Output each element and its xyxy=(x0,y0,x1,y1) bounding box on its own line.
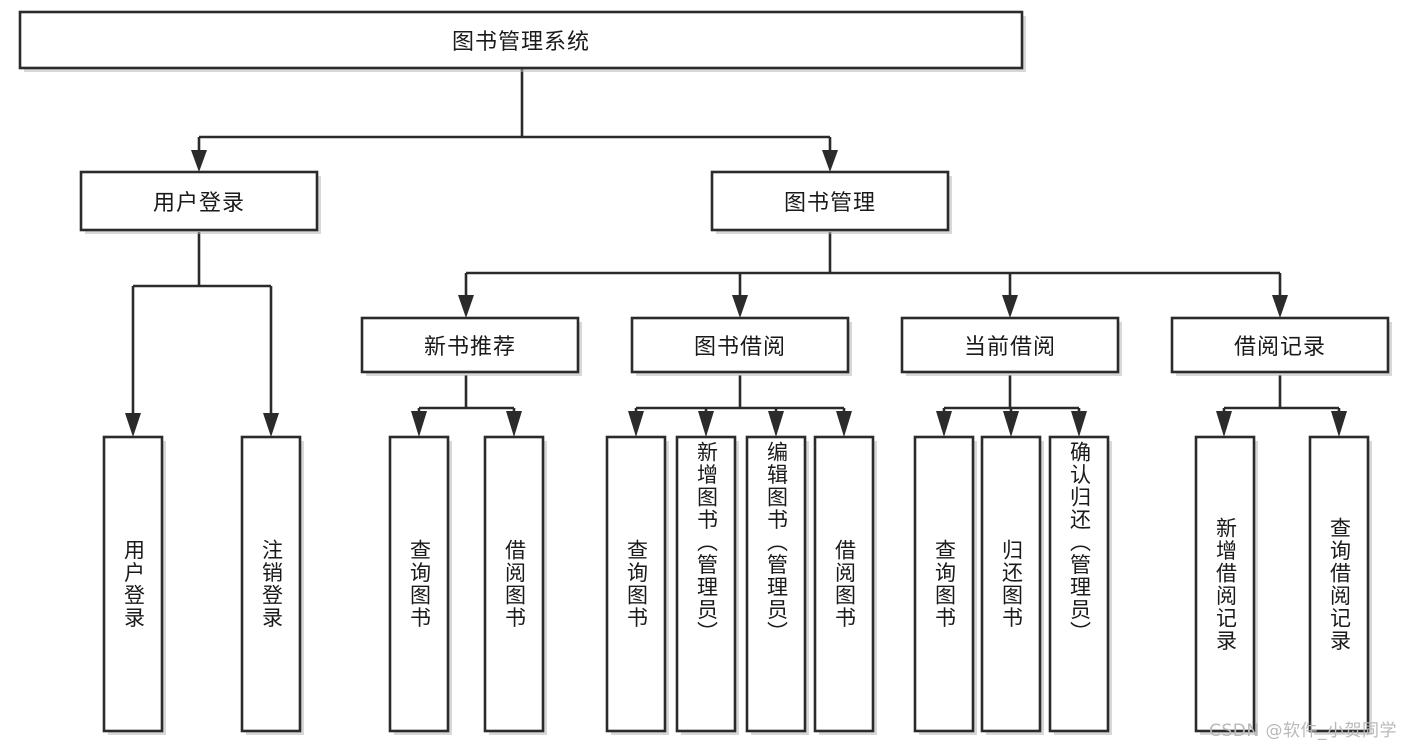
node-borrow-record[interactable] xyxy=(1170,316,1390,374)
arrow-leaf-logout xyxy=(263,413,279,437)
arrow-leaf-add-book xyxy=(698,411,714,437)
arrow-to-book-manage xyxy=(822,150,838,172)
arrow-leaf-borrow-book-2 xyxy=(836,411,852,437)
node-leaf-edit-book[interactable] xyxy=(745,435,807,733)
arrow-leaf-add-record xyxy=(1216,411,1232,437)
arrow-leaf-edit-book xyxy=(768,411,784,437)
arrow-to-current-borrow xyxy=(1002,295,1018,318)
node-leaf-add-book[interactable] xyxy=(675,435,737,733)
arrow-leaf-confirm-return xyxy=(1071,411,1087,437)
arrow-leaf-user-login xyxy=(125,413,141,437)
node-user-login[interactable] xyxy=(79,170,319,232)
node-book-borrow[interactable] xyxy=(630,316,850,374)
node-new-book-rec[interactable] xyxy=(360,316,580,374)
arrow-leaf-borrow-book-1 xyxy=(506,411,522,437)
arrow-to-borrow-record xyxy=(1272,295,1288,318)
arrow-leaf-query-book-2 xyxy=(628,411,644,437)
node-leaf-add-record[interactable] xyxy=(1194,435,1256,733)
edges-layer xyxy=(125,69,1347,437)
node-root[interactable] xyxy=(18,10,1024,70)
node-leaf-borrow-book-2[interactable] xyxy=(813,435,875,733)
node-leaf-query-book-1[interactable] xyxy=(388,435,450,733)
arrow-to-new-book-rec xyxy=(458,295,474,318)
arrow-to-user-login xyxy=(191,150,207,172)
arrow-leaf-query-record xyxy=(1331,411,1347,437)
nodes-layer xyxy=(18,10,1392,735)
node-leaf-user-login[interactable] xyxy=(102,435,164,733)
arrow-leaf-return-book xyxy=(1003,411,1019,437)
arrow-leaf-query-book-1 xyxy=(411,411,427,437)
node-leaf-query-book-3[interactable] xyxy=(913,435,975,733)
node-leaf-confirm-return[interactable] xyxy=(1048,435,1110,733)
node-book-manage[interactable] xyxy=(710,170,950,232)
node-leaf-query-book-2[interactable] xyxy=(605,435,667,733)
node-current-borrow[interactable] xyxy=(900,316,1120,374)
node-leaf-return-book[interactable] xyxy=(980,435,1042,733)
arrow-to-book-borrow xyxy=(732,295,748,318)
arrow-leaf-query-book-3 xyxy=(936,411,952,437)
node-leaf-borrow-book-1[interactable] xyxy=(483,435,545,733)
node-leaf-logout[interactable] xyxy=(240,435,302,733)
node-leaf-query-record[interactable] xyxy=(1308,435,1370,733)
